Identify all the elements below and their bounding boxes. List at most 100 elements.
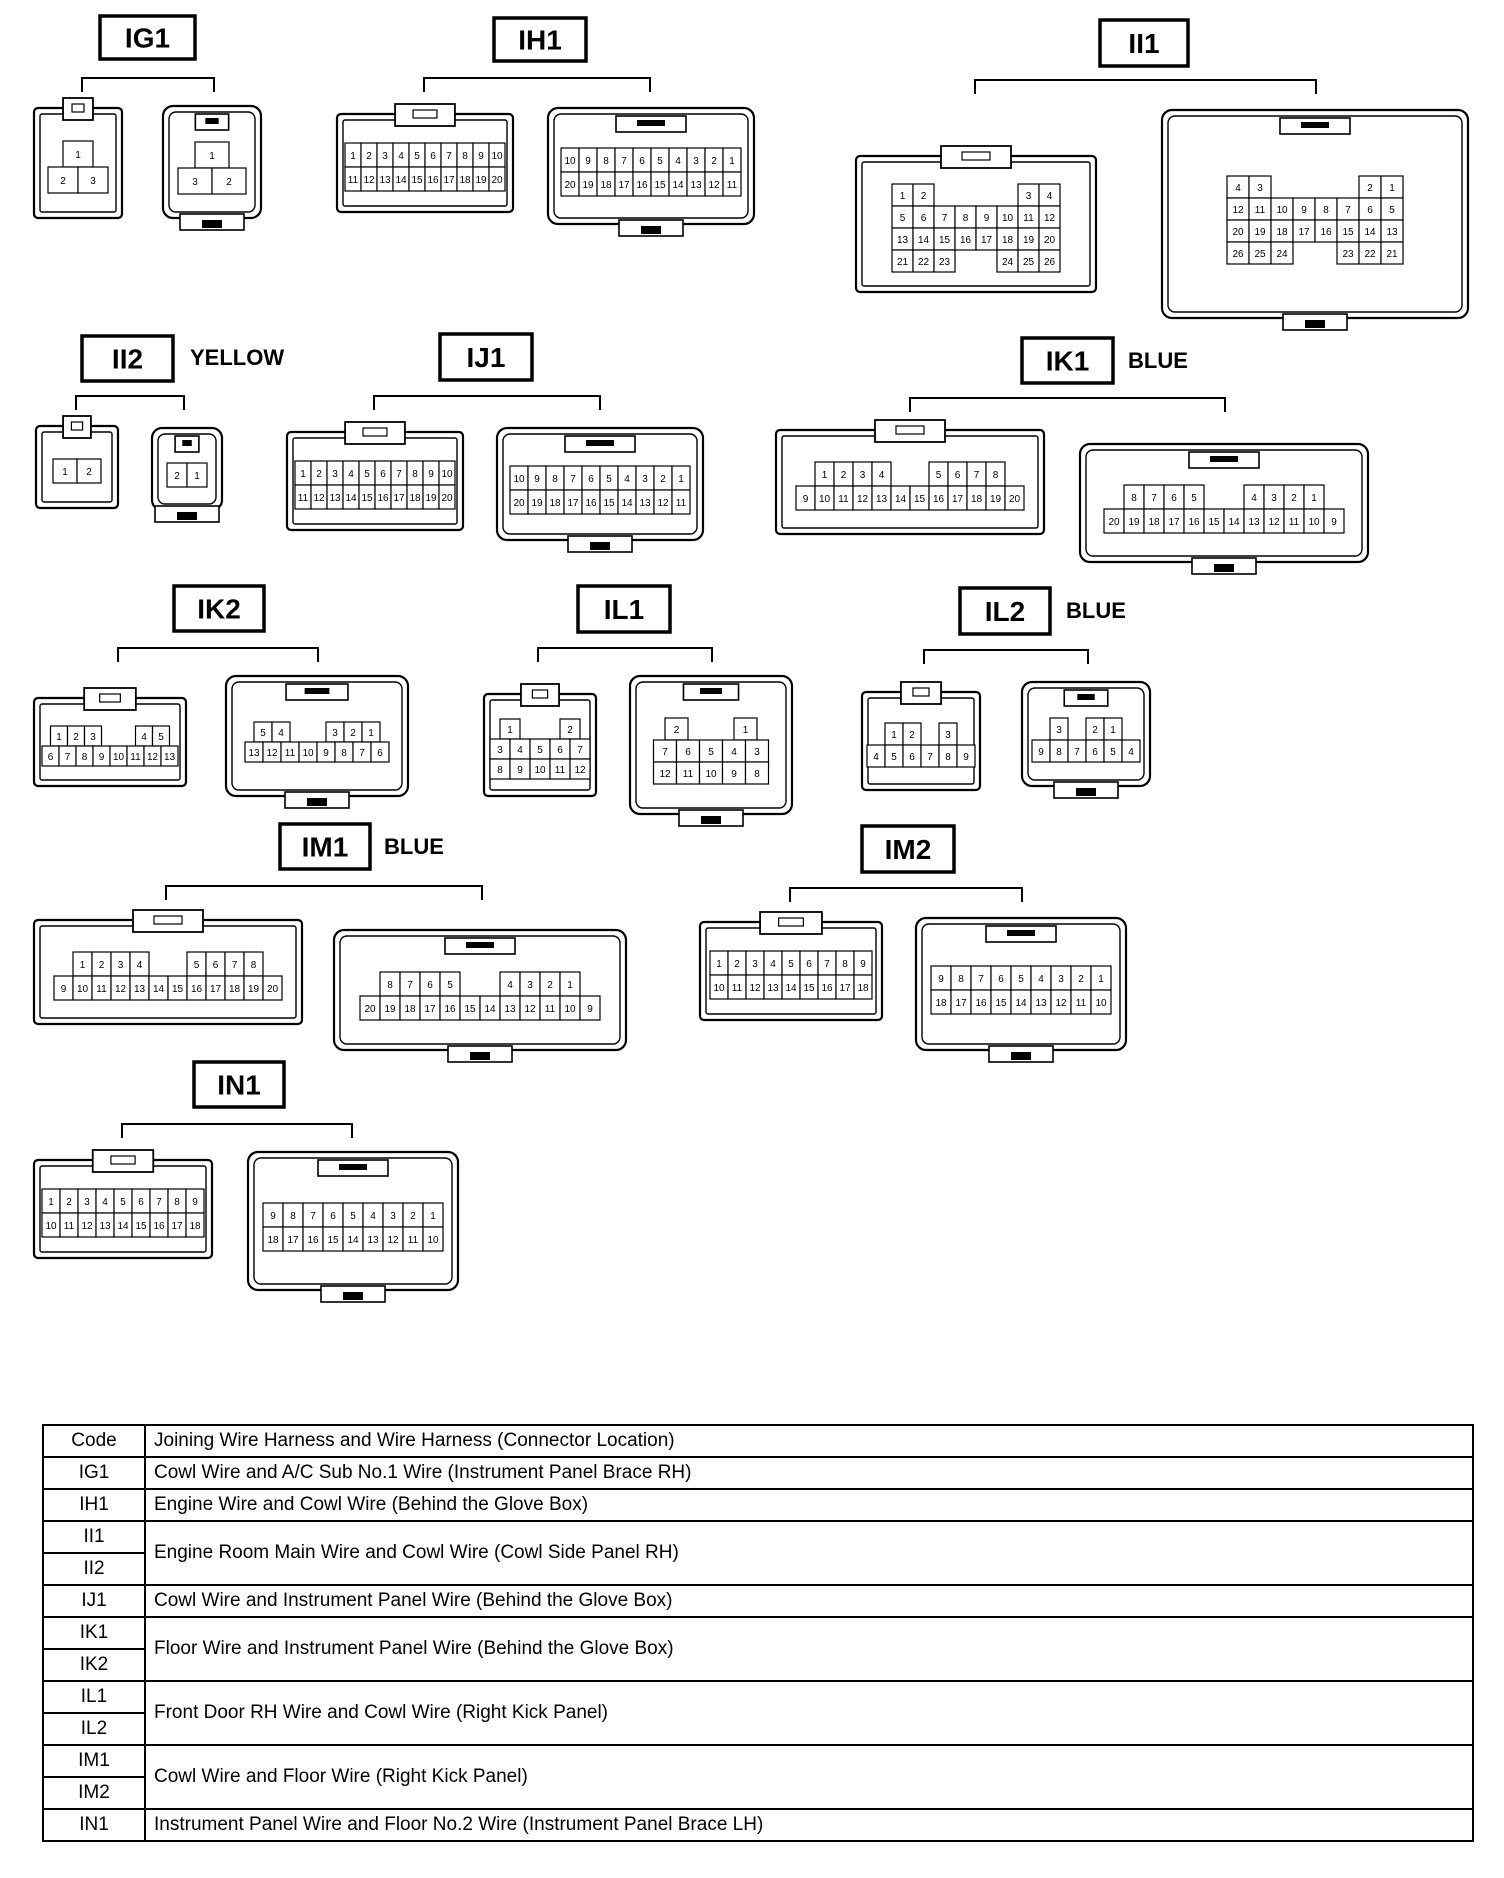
release-latch-notch — [307, 798, 327, 806]
pin-number: 13 — [897, 235, 909, 246]
pin-number: 9 — [61, 984, 67, 995]
pin-number: 2 — [674, 725, 680, 736]
pin-number: 10 — [1276, 205, 1288, 216]
pin-number: 3 — [1058, 974, 1064, 985]
pin-number: 4 — [398, 151, 404, 162]
pin-number: 20 — [364, 1004, 376, 1015]
pin-number: 19 — [990, 494, 1002, 505]
pin-number: 17 — [952, 494, 964, 505]
pin-number: 11 — [348, 175, 359, 186]
release-latch-notch — [1076, 788, 1096, 796]
pin-number: 26 — [1232, 249, 1244, 260]
lock-tab-slot — [778, 917, 804, 927]
lock-tab-slot — [412, 109, 438, 119]
pin-number: 3 — [332, 469, 338, 480]
pin-number: 14 — [1364, 227, 1376, 238]
pin-number: 16 — [1320, 227, 1332, 238]
pin-number: 10 — [77, 984, 89, 995]
pin-number: 25 — [1023, 257, 1035, 268]
pin-number: 11 — [96, 984, 107, 995]
pin-number: 14 — [484, 1004, 496, 1015]
pin-number: 13 — [1386, 227, 1398, 238]
pin-number: 19 — [1023, 235, 1035, 246]
connector-code-label: IL2 — [985, 596, 1025, 627]
pin-number: 18 — [459, 175, 471, 186]
pin-number: 1 — [75, 150, 81, 161]
pin-number: 13 — [876, 494, 888, 505]
pin-number: 3 — [1026, 191, 1032, 202]
pin-number: 2 — [60, 176, 66, 187]
pin-number: 5 — [1018, 974, 1024, 985]
pin-number: 2 — [1078, 974, 1084, 985]
pin-number: 9 — [585, 156, 591, 167]
pin-number: 7 — [232, 960, 238, 971]
pin-number: 4 — [507, 980, 513, 991]
connector-code-box — [492, 16, 588, 63]
pin-number: 16 — [307, 1235, 319, 1246]
pin-number: 5 — [1389, 205, 1395, 216]
release-latch-notch — [202, 220, 222, 228]
pair-bracket — [909, 397, 1226, 412]
description-cell: Instrument Panel Wire and Floor No.2 Wir… — [144, 1808, 1474, 1842]
pin-number: 13 — [1248, 517, 1260, 528]
pin-number: 8 — [82, 752, 88, 763]
pin-number: 2 — [99, 960, 105, 971]
pin-number: 9 — [587, 1004, 593, 1015]
pin-number: 2 — [316, 469, 322, 480]
pin-number: 9 — [270, 1211, 276, 1222]
pin-number: 2 — [350, 728, 356, 739]
pin-number: 12 — [1055, 998, 1067, 1009]
pin-number: 3 — [752, 959, 758, 970]
pair-bracket — [81, 77, 215, 92]
pin-number: 4 — [624, 474, 630, 485]
pin-number: 9 — [860, 959, 866, 970]
pin-cell — [370, 741, 390, 763]
pin-number: 1 — [822, 470, 828, 481]
release-latch-notch — [1011, 1052, 1031, 1060]
pin-number: 8 — [387, 980, 393, 991]
pin-number: 2 — [660, 474, 666, 485]
pin-number: 4 — [517, 745, 523, 756]
pin-cell — [438, 484, 456, 510]
pin-number: 3 — [860, 470, 866, 481]
pin-number: 15 — [172, 984, 184, 995]
pin-number: 18 — [189, 1221, 201, 1232]
pin-number: 1 — [1110, 725, 1116, 736]
pin-number: 10 — [1308, 517, 1320, 528]
pin-number: 10 — [564, 156, 576, 167]
pin-number: 5 — [260, 728, 266, 739]
pin-number: 1 — [716, 959, 722, 970]
pair-bracket — [537, 647, 713, 662]
pin-number: 7 — [446, 151, 452, 162]
pin-number: 13 — [639, 498, 651, 509]
pin-number: 4 — [675, 156, 681, 167]
pin-number: 6 — [921, 213, 927, 224]
pin-number: 4 — [102, 1197, 108, 1208]
pin-number: 13 — [767, 983, 779, 994]
pin-number: 6 — [588, 474, 594, 485]
pin-number: 8 — [1056, 747, 1062, 758]
pin-number: 1 — [368, 728, 374, 739]
pin-number: 19 — [475, 175, 487, 186]
pin-number: 1 — [1389, 183, 1395, 194]
pin-cell — [1090, 989, 1112, 1015]
pin-number: 16 — [191, 984, 203, 995]
pin-number: 7 — [65, 752, 71, 763]
pin-number: 10 — [705, 769, 717, 780]
pin-number: 5 — [350, 1211, 356, 1222]
pin-number: 11 — [64, 1221, 75, 1232]
pin-number: 14 — [621, 498, 633, 509]
pin-number: 12 — [115, 984, 127, 995]
pin-cell — [77, 166, 109, 194]
pin-cell — [722, 171, 742, 197]
pin-number: 7 — [396, 469, 402, 480]
lock-tab-slot — [99, 693, 121, 703]
